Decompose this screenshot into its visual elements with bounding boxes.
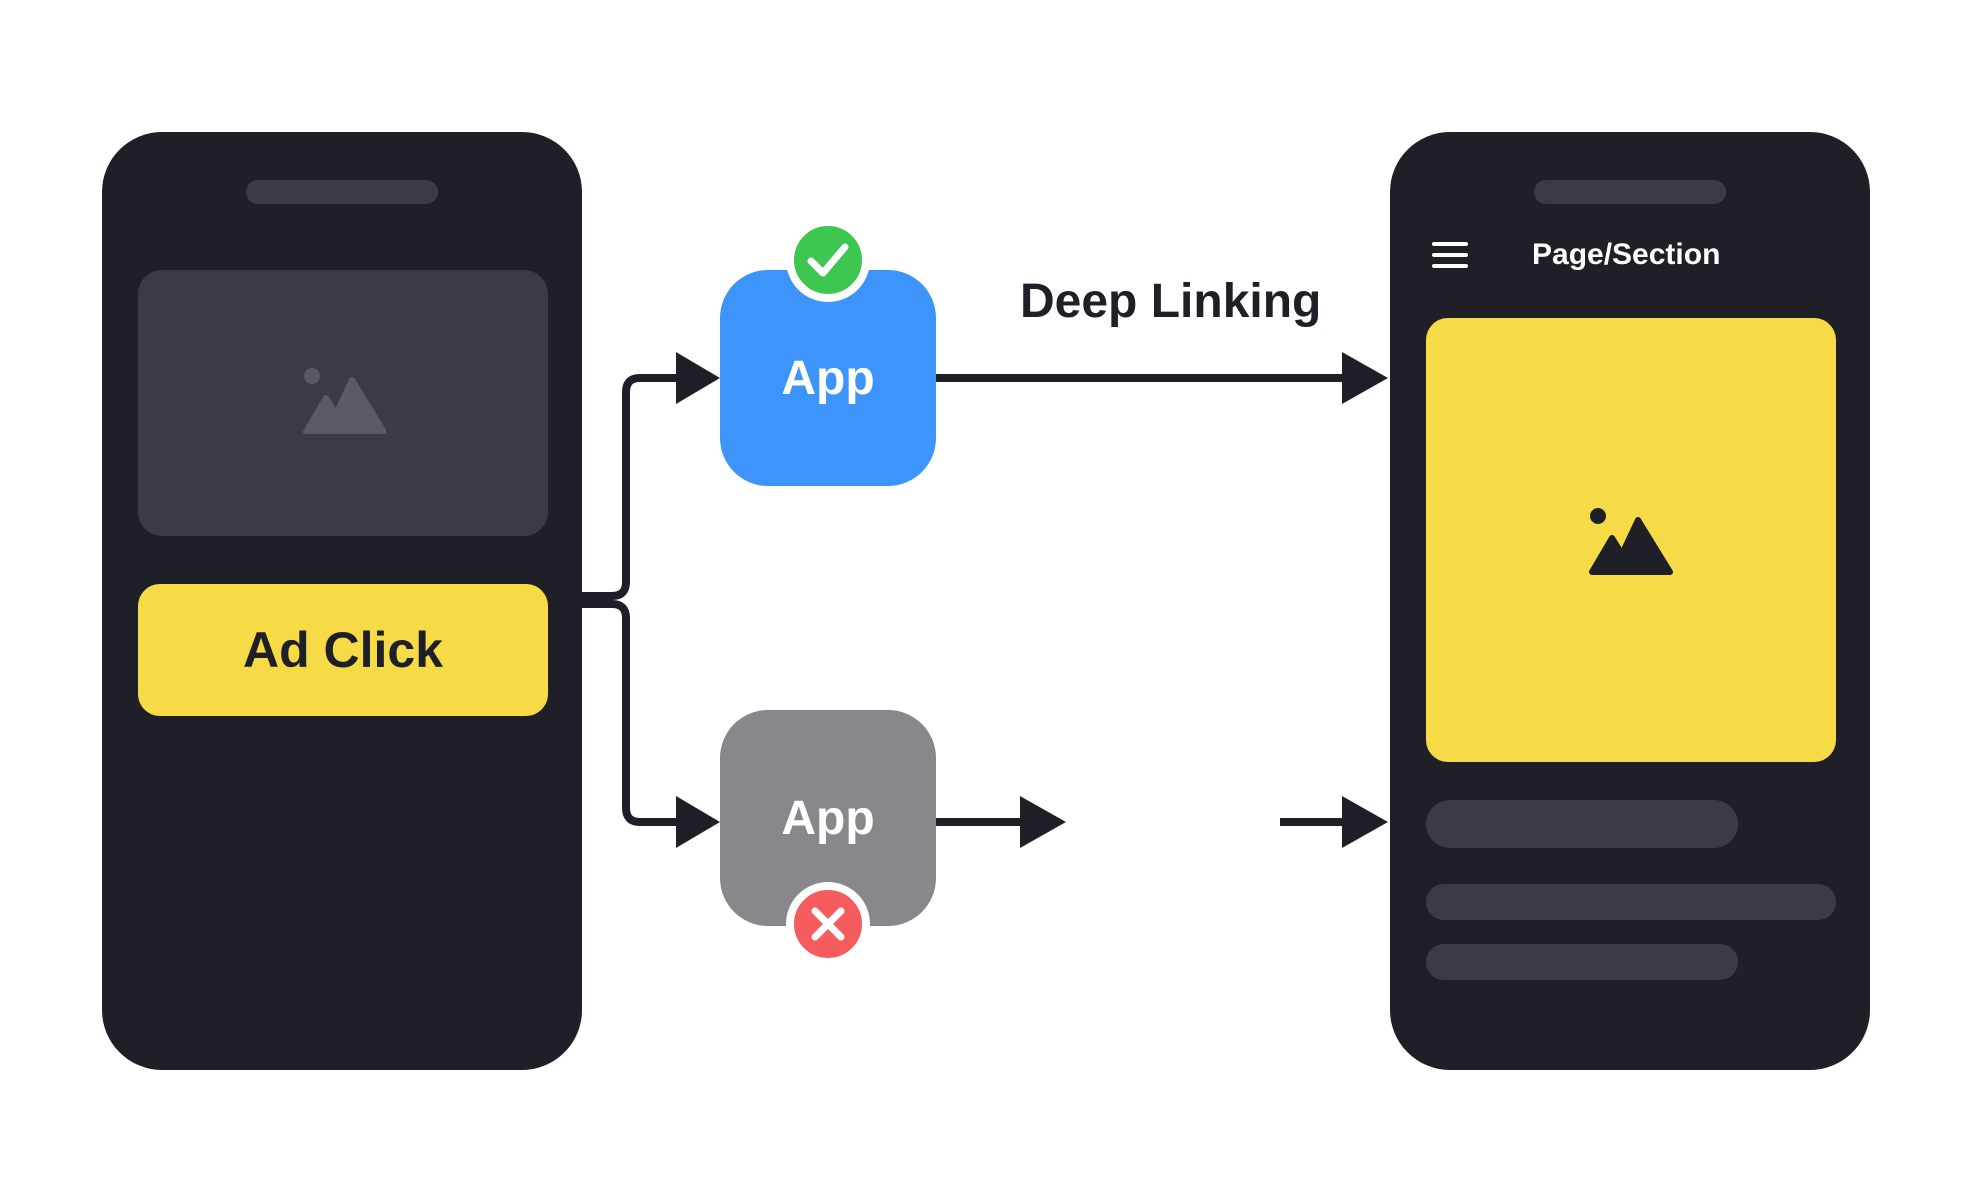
arrowhead-deep-link (1342, 352, 1388, 404)
right-phone: Page/Section (1390, 132, 1870, 1070)
arrowhead-app-bottom (676, 796, 720, 848)
phone-notch (246, 180, 438, 204)
content-line-3 (1426, 944, 1738, 980)
app-installed[interactable]: App (720, 270, 936, 486)
check-icon (807, 243, 849, 277)
connector-branch-bottom (582, 600, 680, 826)
page-title: Page/Section (1532, 238, 1721, 271)
left-phone: Ad Click (102, 132, 582, 1070)
phone-notch (1534, 180, 1726, 204)
app-not-installed-badge (786, 882, 870, 966)
image-icon (1589, 508, 1673, 575)
app-installed-label: App (781, 351, 875, 405)
arrowhead-fallback-left (1020, 796, 1066, 848)
ad-image-placeholder (138, 270, 548, 536)
content-line-1 (1426, 800, 1738, 848)
content-line-2 (1426, 884, 1836, 920)
image-icon (303, 368, 386, 434)
ad-click-button[interactable]: Ad Click (138, 584, 548, 716)
app-installed-badge (786, 218, 870, 302)
hero-image (1426, 318, 1836, 762)
app-not-installed-label: App (781, 791, 875, 845)
connector-branch-top (582, 374, 680, 600)
close-icon (811, 907, 845, 941)
menu-icon[interactable] (1432, 242, 1468, 268)
deep-linking-label: Deep Linking (1020, 275, 1322, 328)
arrowhead-app-top (676, 352, 720, 404)
arrowhead-fallback-right (1342, 796, 1388, 848)
